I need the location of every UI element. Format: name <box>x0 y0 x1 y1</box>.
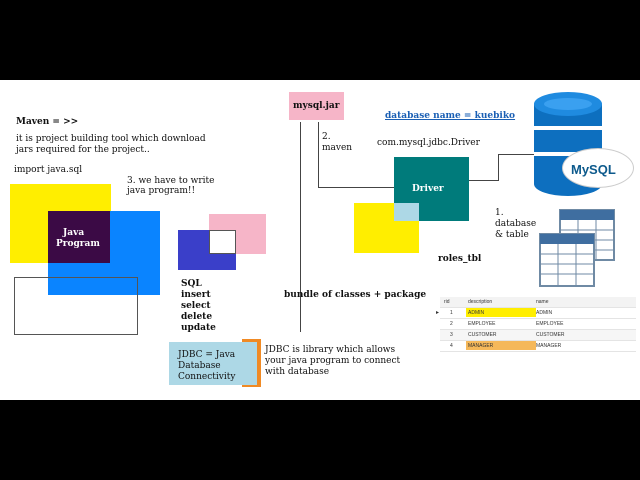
cell-rid: 3 <box>450 332 453 338</box>
cell-name: ADMIN <box>536 310 553 316</box>
jdbc-desc-line2: your java program to connect <box>265 356 401 366</box>
sql-update: update <box>181 323 216 333</box>
driver-db-connector-v <box>498 154 499 181</box>
step1-line3: & table <box>495 230 529 240</box>
database-name: database name = kuebiko <box>385 111 516 121</box>
import-text: import java.sql <box>14 165 83 175</box>
jdbc-box-line1: JDBC = Java <box>178 350 236 360</box>
column-header-rid: rid <box>444 299 450 305</box>
connector-vertical <box>318 122 319 188</box>
sql-delete: delete <box>181 312 213 322</box>
mysql-logo-badge: MySQL <box>562 148 634 188</box>
cell-name: EMPLOYEE <box>536 321 564 327</box>
maven-desc-line2: jars required for the project.. <box>16 145 150 155</box>
table-row[interactable]: ▸ 1 ADMIN ADMIN <box>436 308 636 319</box>
jdbc-box: JDBC = Java Database Connectivity <box>169 342 257 385</box>
driver-class: com.mysql.jdbc.Driver <box>377 138 480 148</box>
sql-insert: insert <box>181 290 211 300</box>
maven-heading: Maven = >> <box>16 117 79 127</box>
step2-line2: maven <box>322 143 353 153</box>
cell-name: MANAGER <box>536 343 562 349</box>
java-program-line1: Java <box>63 228 85 238</box>
vertical-divider <box>300 122 301 332</box>
maven-desc-line1: it is project building tool which downlo… <box>16 134 206 144</box>
step1-line2: database <box>495 219 537 229</box>
table-row[interactable]: 3 CUSTOMER CUSTOMER <box>440 330 636 341</box>
cell-description: ADMIN <box>468 310 485 316</box>
driver-db-connector-h <box>469 180 499 181</box>
cell-description: CUSTOMER <box>468 332 497 338</box>
mysql-jar-box: mysql.jar <box>289 92 344 120</box>
current-row-marker-icon: ▸ <box>436 310 440 316</box>
sql-select: select <box>181 301 211 311</box>
driver-label: Driver <box>412 184 444 194</box>
cell-highlight <box>466 341 536 350</box>
mysql-logo-text: MySQL <box>571 162 616 177</box>
jdbc-desc-line3: with database <box>265 367 330 377</box>
column-header-description: description <box>468 299 493 305</box>
cell-name: CUSTOMER <box>536 332 565 338</box>
jdbc-desc-line1: JDBC is library which allows <box>265 345 396 355</box>
table-header-row: rid description name <box>440 297 636 308</box>
light-blue-overlap <box>394 203 419 221</box>
step1-line1: 1. <box>495 208 504 218</box>
jdbc-box-line3: Connectivity <box>178 372 236 382</box>
cell-rid: 4 <box>450 343 453 349</box>
diagram-canvas: Maven = >> it is project building tool w… <box>0 80 640 400</box>
sql-heading: SQL <box>181 279 202 289</box>
connector-horizontal <box>318 187 394 188</box>
bundle-text: bundle of classes + package <box>284 290 427 300</box>
white-overlap-block <box>209 230 236 254</box>
roles-tbl-label: roles_tbl <box>438 254 482 264</box>
java-program-line2: Program <box>56 239 100 249</box>
column-header-name: name <box>536 299 549 305</box>
table-icon <box>539 209 615 287</box>
cell-highlight <box>466 308 536 317</box>
cell-rid: 1 <box>450 310 453 316</box>
outline-block <box>14 277 138 335</box>
cell-description: EMPLOYEE <box>468 321 496 327</box>
step2-line1: 2. <box>322 132 331 142</box>
mysql-jar-label: mysql.jar <box>293 101 340 111</box>
driver-db-connector-top <box>498 154 538 155</box>
cell-description: MANAGER <box>468 343 494 349</box>
table-row[interactable]: 4 MANAGER MANAGER <box>440 341 636 352</box>
step3-line1: 3. we have to write <box>127 176 215 186</box>
jdbc-box-line2: Database <box>178 361 221 371</box>
java-program-box: Java Program <box>48 211 110 263</box>
step3-line2: java program!! <box>127 186 196 196</box>
roles-table: rid description name ▸ 1 ADMIN ADMIN 2 E… <box>436 297 636 352</box>
cell-rid: 2 <box>450 321 453 327</box>
table-row[interactable]: 2 EMPLOYEE EMPLOYEE <box>440 319 636 330</box>
